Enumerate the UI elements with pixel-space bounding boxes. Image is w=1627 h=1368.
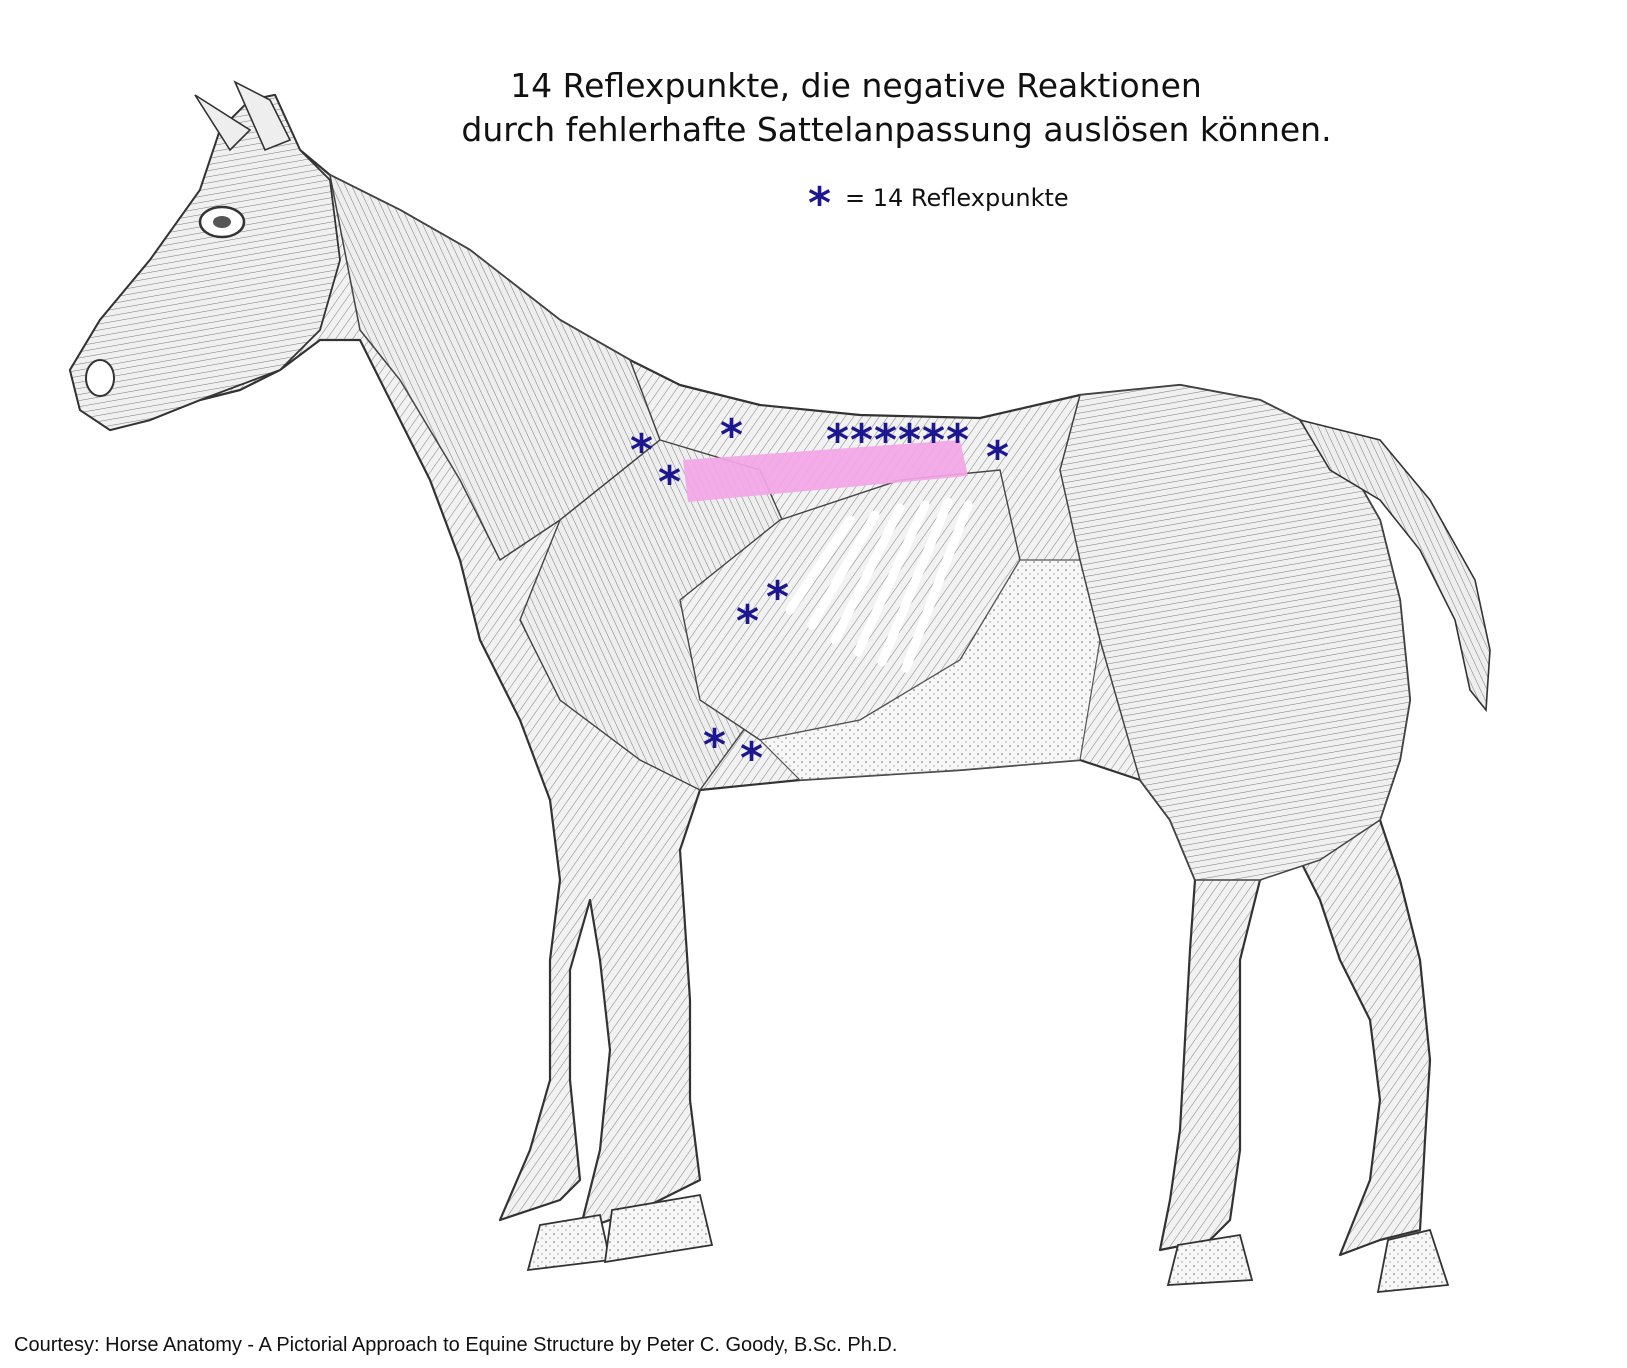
reflex-point: * — [766, 572, 789, 623]
reflex-point: * — [946, 415, 969, 466]
reflex-point: * — [720, 410, 743, 461]
reflex-point: * — [874, 415, 897, 466]
reflex-point: * — [898, 415, 921, 466]
reflex-point: * — [740, 733, 763, 784]
ear-left — [194, 94, 252, 152]
reflex-point: * — [922, 415, 945, 466]
title-line-1: 14 Reflexpunkte, die negative Reaktionen — [510, 66, 1202, 105]
reflex-point: * — [736, 596, 759, 647]
tail — [1298, 418, 1491, 713]
image-credit: Courtesy: Horse Anatomy - A Pictorial Ap… — [14, 1334, 898, 1356]
diagram-title: 14 Reflexpunkte, die negative Reaktionen… — [0, 64, 1627, 152]
saddle-zone — [683, 440, 968, 502]
nostril — [85, 359, 115, 397]
reflex-point: * — [826, 415, 849, 466]
hoof-hind-left — [1166, 1233, 1254, 1286]
eye-pupil — [213, 216, 231, 228]
reflex-point: * — [850, 415, 873, 466]
legend-label: = 14 Reflexpunkte — [845, 184, 1069, 212]
title-line-2: durch fehlerhafte Sattelanpassung auslös… — [461, 110, 1332, 149]
reflex-point: * — [630, 425, 653, 476]
hoof-hind-right — [1376, 1228, 1450, 1294]
hoof-front-right — [603, 1193, 714, 1264]
reflex-point: * — [986, 432, 1009, 483]
ear-right — [233, 80, 292, 152]
rib-highlights — [785, 497, 973, 673]
legend: * = 14 Reflexpunkte — [808, 178, 1069, 226]
reflex-point: * — [658, 457, 681, 508]
hoof-front-left — [526, 1213, 612, 1272]
reflex-point: * — [703, 720, 726, 771]
reflex-points: * * * * * * * * * * * * * * — [630, 410, 1009, 784]
horse-head — [69, 93, 341, 431]
legend-asterisk-icon: * — [808, 178, 832, 229]
